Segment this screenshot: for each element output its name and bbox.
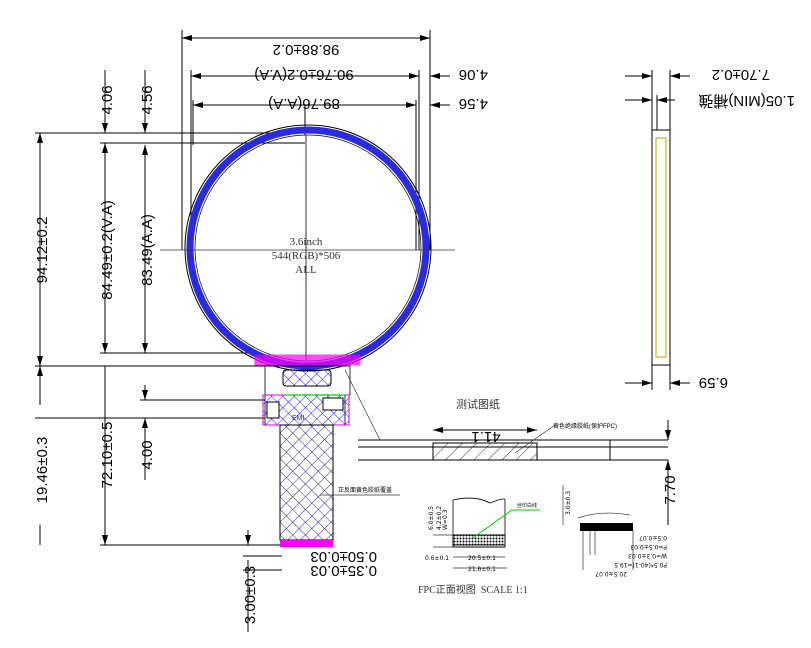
va-offset-label: 4.06 [459,66,488,83]
fpc-front-caption: FPC正面视图 SCALE 1:1 [418,583,528,596]
fpc-dim-5: 20.5±0.1 [468,555,496,562]
fpc: EMI 正反面黄色胶纸覆盖 3.00±0.3 0.50±0.03 0.35±0.… [242,365,400,632]
va-width-label: 90.76±0.2(V.A) [254,66,353,83]
va-top-offset-label: 4.06 [99,85,116,114]
test-drawing-title: 测试图纸 [456,398,500,411]
panel-all-label: ALL [295,264,317,276]
contact-dim-5: P0.5*(40-1)=19.5 [614,561,667,568]
fpc-dim-2: 4.2±0.2 [436,506,443,530]
fpc-dim-6: 21.6±0.1 [468,566,496,573]
side-step-label: 1.05(MIN)補強 [698,92,795,109]
outline-height-label: 94.12±0.2 [34,217,51,284]
emi-label: EMI [292,415,305,422]
contact-thickness-1: 0.50±0.03 [310,548,377,565]
outline-width-label: 98.88±0.2 [273,41,340,58]
contact-dim-3: P=0.5±0.03 [630,543,667,550]
aa-top-offset-label: 4.56 [139,85,156,114]
tape-note: 黄色绝缘胶纸(保护FPC) [553,422,617,430]
contact-dim-2: 0.5±0.07 [639,534,667,541]
fpc-length-label: 19.46±0.3 [34,437,51,504]
total-length-label: 72.10±0.5 [99,422,116,489]
panel-resolution-label: 544(RGB)*506 [272,250,341,262]
contact-thickness-2: 0.35±0.03 [310,562,377,579]
silk-note: 丝印白线 [517,502,537,509]
fpc-dim-1: 6.0±0.5 [428,506,435,530]
stiffener-length-label: 4.00 [139,440,156,469]
contact-dim-1: 3.0±0.3 [565,491,572,515]
left-dimensions: 94.12±0.2 84.49±0.2(V.A) 83.49(A.A) 4.06… [34,70,305,546]
va-height-label: 84.49±0.2(V.A) [99,200,116,299]
round-lcd-panel: 3.6inch 544(RGB)*506 ALL [160,124,455,372]
side-thickness-label: 7.70±0.2 [712,66,770,83]
contact-detail: 3.0±0.3 0.5±0.07 P=0.5±0.03 W=0.3±0.03 P… [562,485,667,577]
fpc-dim-3: W=0.3 [442,509,449,530]
aa-width-label: 89.76(A.A) [268,95,340,112]
panel-size-label: 3.6inch [290,236,323,248]
top-dimensions: 98.88±0.2 90.76±0.2(V.A) 89.76(A.A) 4.06… [181,30,488,250]
contact-dim-6: 20.5±0.07 [595,570,627,577]
side-view: 7.70±0.2 1.05(MIN)補強 6.59 [625,66,795,391]
test-width-label: 41.1 [471,428,500,445]
test-height-label: 7.70 [662,475,679,504]
side-bottom-label: 6.59 [699,374,728,391]
fpc-dim-4: 0.6±0.1 [425,555,449,562]
fpc-front-view: 丝印白线 6.0±0.5 4.2±0.2 W=0.3 0.6±0.1 20.5±… [418,497,540,596]
contact-dim-4: W=0.3±0.03 [628,552,667,559]
test-drawing: 测试图纸 41.1 黄色绝缘胶纸(保护FPC) 7.70 [358,398,679,525]
aa-height-label: 83.49(A.A) [139,214,156,286]
stiffener-note: 正反面黄色胶纸覆盖 [338,486,392,494]
aa-offset-label: 4.56 [459,95,488,112]
contact-length-label: 3.00±0.3 [242,566,259,624]
